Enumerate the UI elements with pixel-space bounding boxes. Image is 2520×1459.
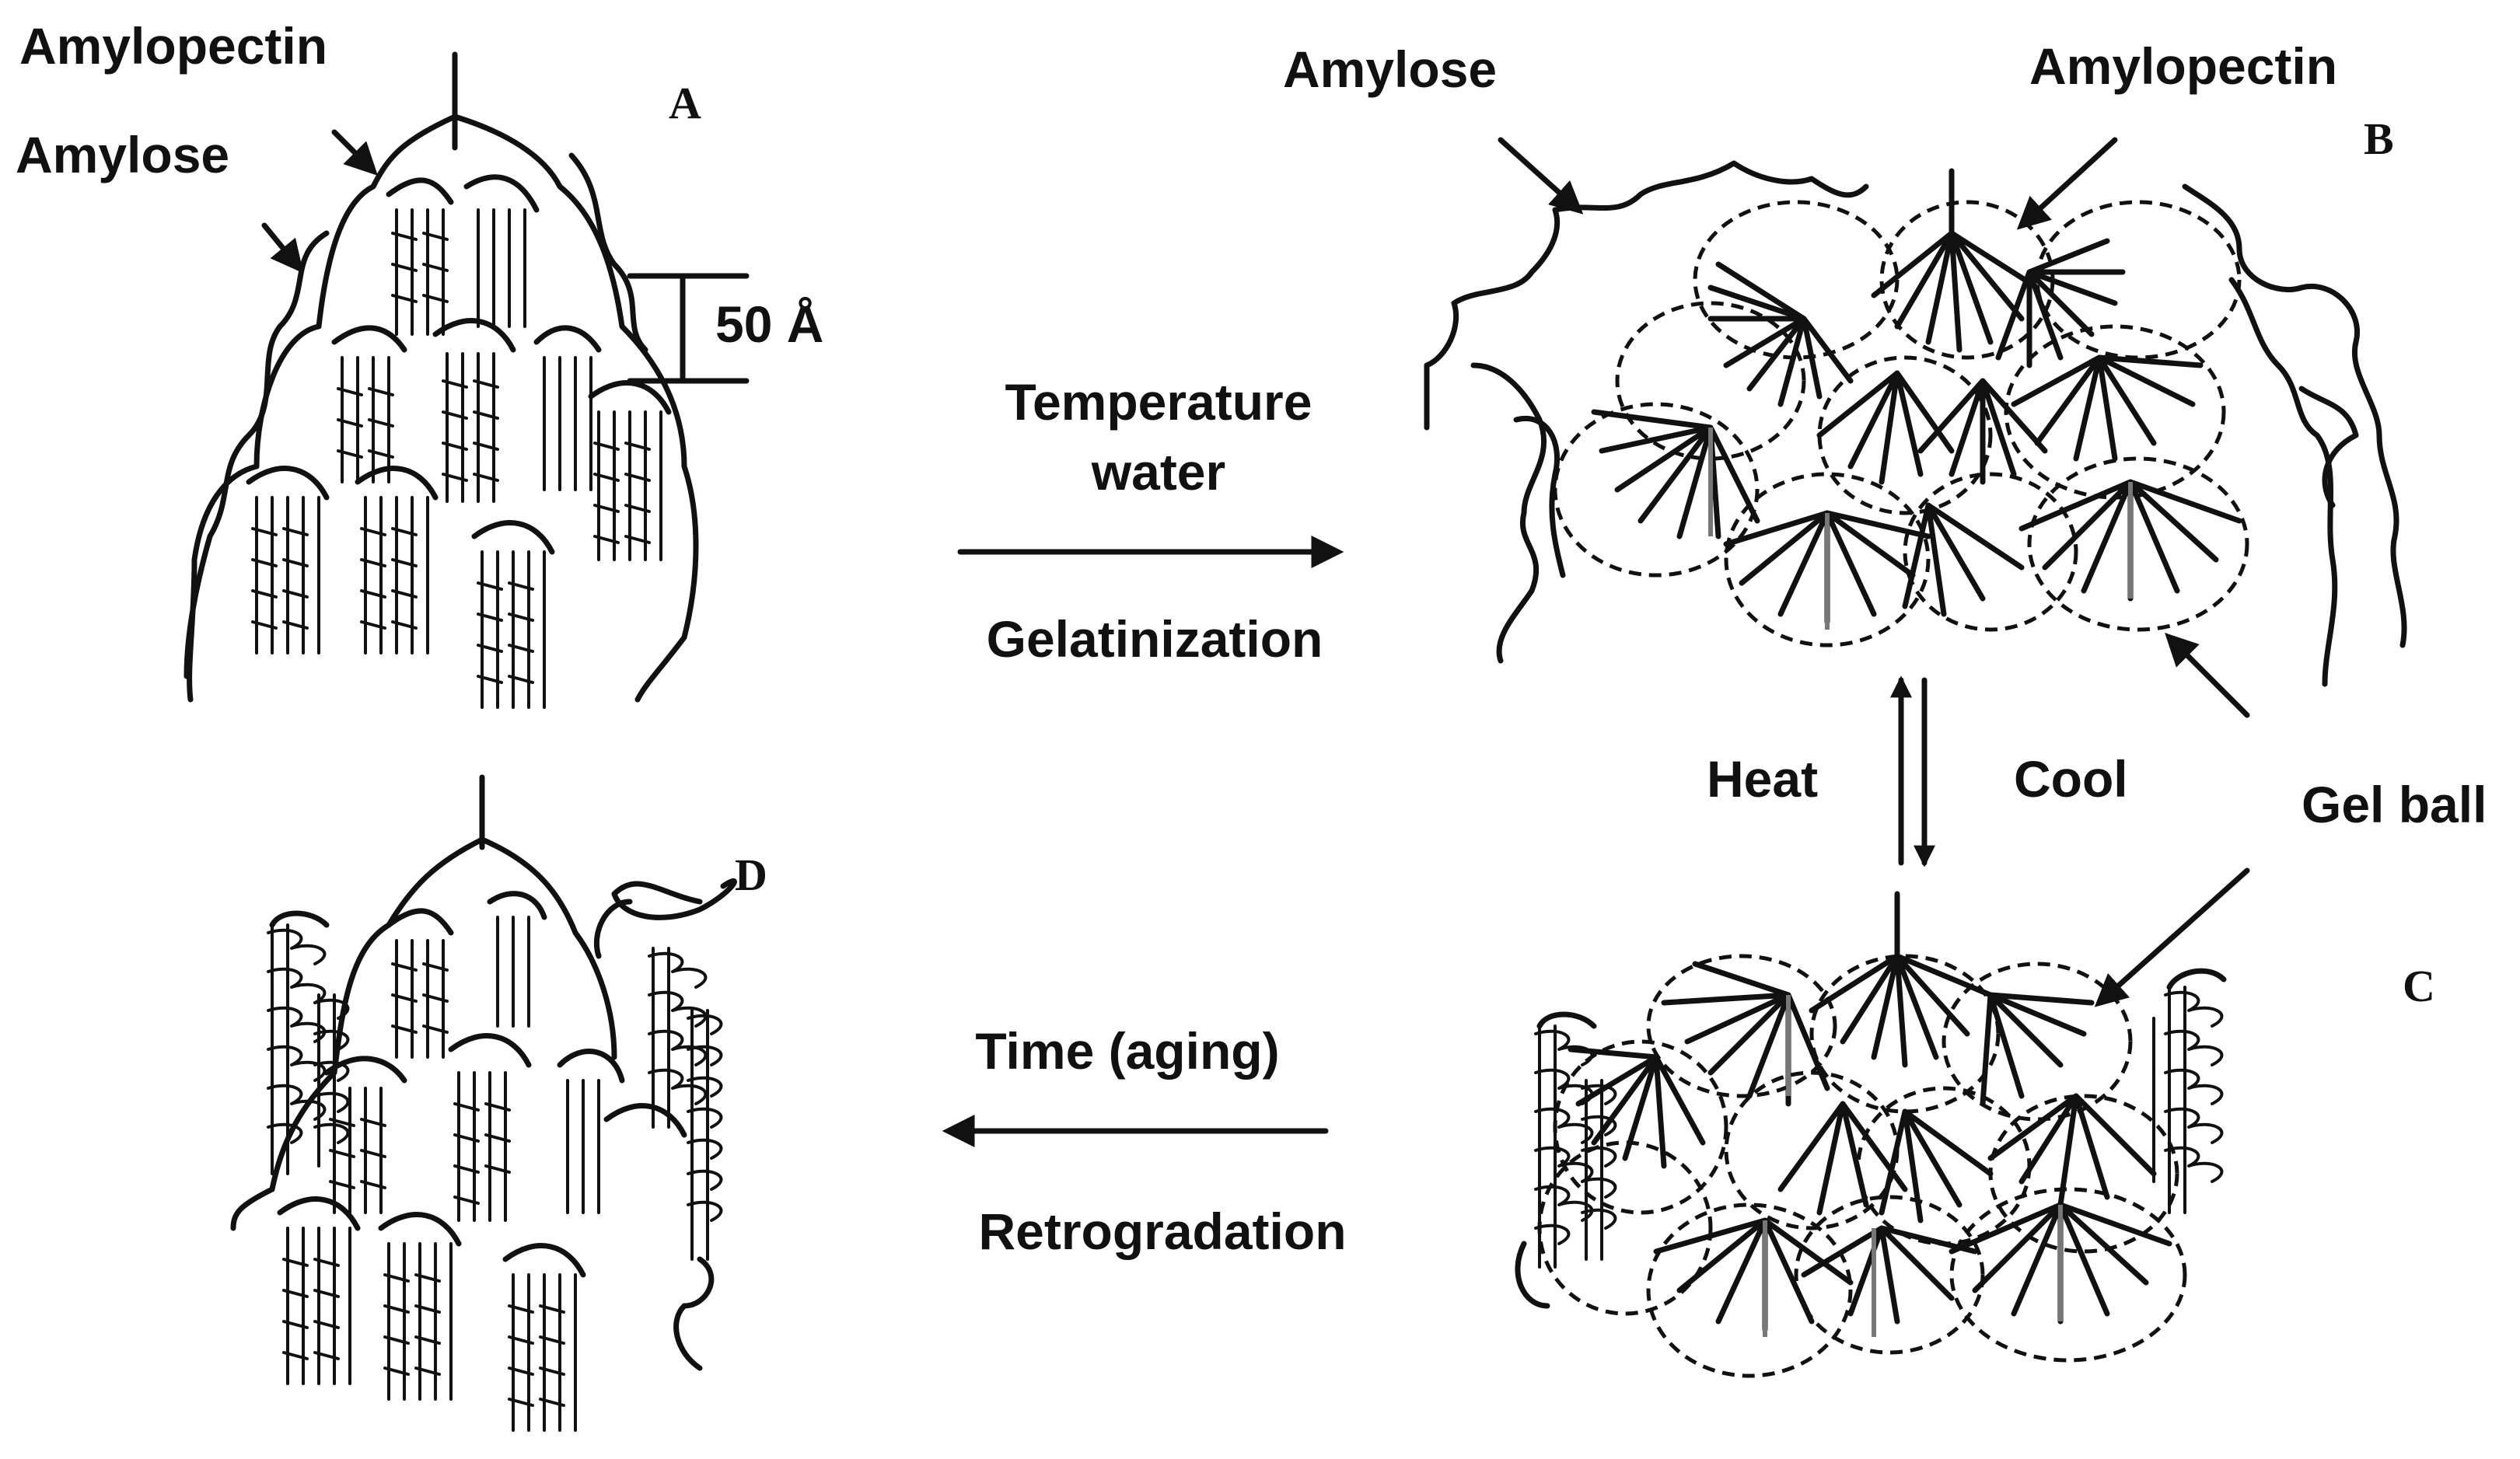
label-temperature: Temperature — [1005, 373, 1312, 431]
panel-label-b: B — [2364, 113, 2394, 164]
label-retrogradation: Retrogradation — [978, 1202, 1346, 1260]
panel-label-a: A — [669, 78, 701, 128]
scale-bar — [627, 273, 750, 384]
panel-label-c: C — [2403, 961, 2435, 1011]
retrograded-d — [230, 774, 737, 1432]
label-amylopectin-b: Amylopectin — [2029, 37, 2337, 95]
panel-label-d: D — [735, 850, 767, 900]
amylose-pointer-a — [261, 222, 304, 274]
label-water: water — [1091, 443, 1225, 501]
label-amylopectin-a: Amylopectin — [19, 17, 327, 75]
label-time-aging: Time (aging) — [975, 1022, 1279, 1080]
amylopectin-pointer-a — [331, 129, 378, 176]
amylopectin-pointer-b — [2016, 137, 2118, 230]
gelatinized-b — [1424, 137, 2407, 718]
cooled-c — [1515, 867, 2250, 1378]
gel-ball-pointer-c — [2094, 867, 2250, 1007]
amylose-pointer-b — [1498, 137, 1584, 215]
label-cool: Cool — [2014, 750, 2128, 808]
gel-ball-pointer-b — [2165, 633, 2250, 718]
granule-a — [183, 51, 750, 709]
label-gelatinization: Gelatinization — [987, 610, 1323, 668]
label-gel-ball: Gel ball — [2302, 776, 2487, 833]
label-heat: Heat — [1707, 750, 1818, 808]
label-amylose-a: Amylose — [16, 126, 229, 183]
label-scale: 50 Å — [715, 295, 823, 353]
label-amylose-b: Amylose — [1283, 40, 1497, 98]
